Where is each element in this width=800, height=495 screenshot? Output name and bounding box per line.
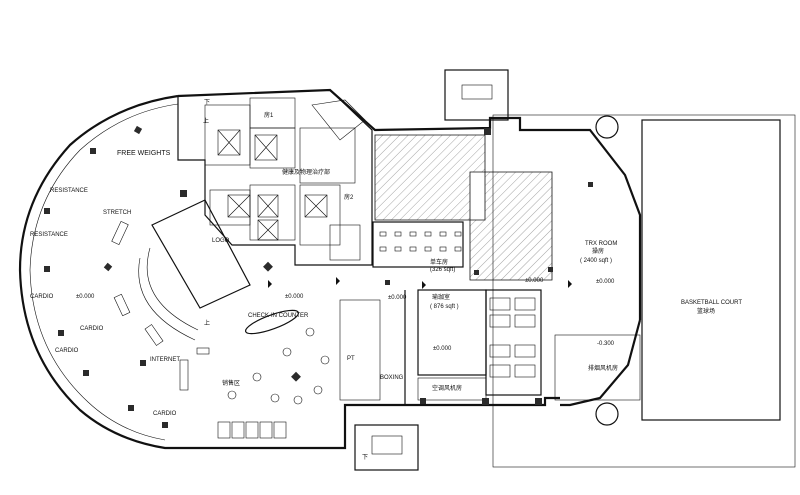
core-x6 (257, 219, 279, 241)
core-x3 (227, 194, 251, 218)
label-resistance-2: RESISTANCE (30, 232, 68, 238)
label-up-2: 上 (204, 319, 210, 327)
office-block (485, 289, 542, 396)
outer-curved-wall (18, 94, 310, 450)
spiral-stair-ne (595, 115, 619, 139)
north-stair-tower (444, 69, 509, 121)
pt-area (339, 299, 381, 401)
spin-room (372, 221, 464, 268)
label-exhaust: 排烟风机房 (588, 364, 618, 372)
core-x2 (254, 134, 278, 161)
level-7: -0.300 (597, 341, 615, 347)
direction-arrows (268, 277, 572, 289)
south-wall (310, 396, 560, 450)
east-wall (560, 319, 642, 407)
label-trx-en: TRX ROOM (585, 241, 617, 247)
stair-curve-2 (138, 257, 196, 341)
core-x1 (217, 129, 241, 156)
core-x4 (257, 194, 279, 218)
level-1: ±0.000 (76, 294, 95, 300)
label-down-2: 下 (362, 454, 368, 461)
label-trx-area: ( 2400 sqft ) (580, 258, 612, 264)
office-desks (489, 297, 536, 378)
label-boxing: BOXING (380, 375, 404, 381)
level-3: ±0.000 (388, 295, 407, 301)
label-physio: 健康及物理治疗部 (282, 168, 330, 176)
ac-room (417, 377, 487, 401)
label-spin-area: (326 sqft) (430, 267, 455, 273)
south-stair-inner (371, 435, 403, 455)
cardio-machines (111, 220, 210, 391)
south-stair (354, 424, 419, 471)
north-wall (177, 88, 642, 320)
court-inner (641, 119, 781, 421)
label-internet: INTERNET (150, 357, 180, 363)
label-free-weights: FREE WEIGHTS (117, 150, 171, 157)
room-block-a (204, 104, 251, 166)
void-area-2 (469, 171, 553, 281)
level-4: ±0.000 (433, 346, 452, 352)
label-stretch: STRETCH (103, 210, 131, 216)
label-court-cn: 篮球场 (697, 307, 715, 315)
label-pt: PT (347, 356, 355, 362)
label-spin: 单车房 (430, 258, 448, 266)
label-room-1: 房1 (264, 111, 274, 119)
room-block-g (299, 184, 341, 246)
core-x5 (304, 194, 328, 218)
label-room-2: 房2 (344, 193, 354, 201)
label-up-1: 上 (203, 117, 209, 125)
label-cardio-2: CARDIO (80, 326, 104, 332)
label-retail: 销售区 (222, 379, 240, 387)
equipment-group (44, 125, 593, 428)
stair-curve-1 (146, 247, 199, 331)
studio-room (417, 289, 487, 376)
label-studio: 瑜珈室 (432, 293, 450, 301)
label-trx-cn: 操房 (592, 247, 604, 255)
label-cardio-1: CARDIO (30, 294, 54, 300)
label-resistance-1: RESISTANCE (50, 188, 88, 194)
exhaust-room (554, 334, 641, 401)
label-logo: LOGO (212, 238, 230, 244)
checkin-counter (244, 309, 300, 335)
label-cardio-3: CARDIO (55, 348, 79, 354)
room-block-c (249, 127, 296, 169)
inner-curved-wall (29, 103, 179, 441)
label-ac-room: 空调风机房 (432, 384, 462, 392)
room-block-d (299, 127, 356, 184)
room-block-f (249, 184, 296, 241)
level-5: ±0.000 (525, 278, 544, 284)
spiral-stair-se (595, 402, 619, 426)
feature-stair (151, 199, 251, 309)
label-court-en: BASKETBALL COURT (681, 300, 742, 306)
physio-block (177, 89, 373, 266)
level-6: ±0.000 (596, 279, 615, 285)
retail-furniture (217, 327, 330, 439)
label-down-1: 下 (204, 99, 210, 106)
stair-1 (311, 99, 366, 141)
label-studio-area: ( 876 sqft ) (430, 304, 459, 310)
label-checkin: CHECK-IN COUNTER (248, 313, 309, 319)
void-area-1 (374, 134, 486, 221)
north-stair-inner (461, 84, 493, 100)
label-cardio-4: CARDIO (153, 411, 177, 417)
court-outer (492, 114, 796, 468)
room-block-h (329, 224, 361, 261)
spin-bikes (379, 231, 462, 252)
level-2: ±0.000 (285, 294, 304, 300)
